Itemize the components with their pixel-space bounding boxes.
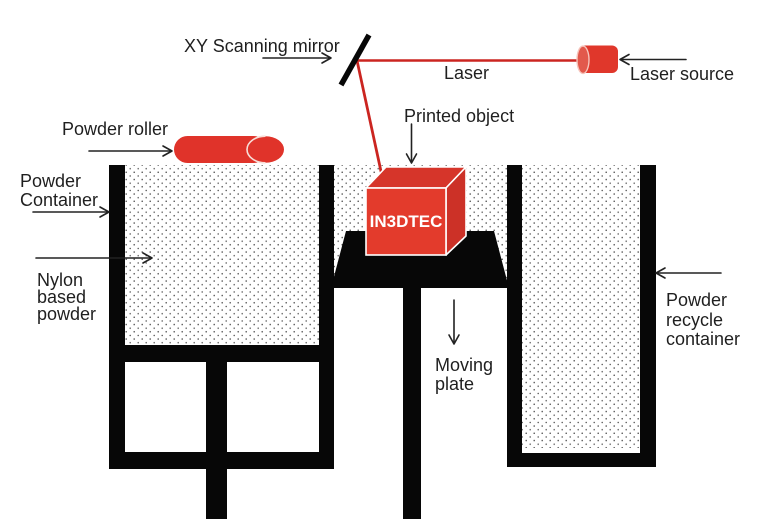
svg-text:Laser: Laser — [444, 63, 489, 83]
svg-text:Printed object: Printed object — [404, 106, 514, 126]
svg-text:XY Scanning mirror: XY Scanning mirror — [184, 36, 340, 56]
svg-text:Powder: Powder — [666, 290, 727, 310]
svg-text:based: based — [37, 287, 86, 307]
svg-text:Nylon: Nylon — [37, 270, 83, 290]
svg-text:powder: powder — [37, 304, 96, 324]
svg-text:IN3DTEC: IN3DTEC — [370, 212, 443, 231]
svg-text:Moving: Moving — [435, 355, 493, 375]
svg-text:container: container — [666, 329, 740, 349]
svg-text:plate: plate — [435, 374, 474, 394]
svg-text:Laser source: Laser source — [630, 64, 734, 84]
svg-text:Powder roller: Powder roller — [62, 119, 168, 139]
svg-text:recycle: recycle — [666, 310, 723, 330]
svg-text:Powder: Powder — [20, 171, 81, 191]
svg-text:Container: Container — [20, 190, 98, 210]
